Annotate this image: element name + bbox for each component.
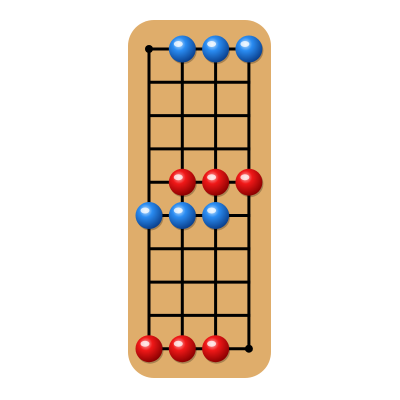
piece-highlight: [140, 207, 150, 214]
board-grid: [147, 47, 251, 351]
blue-piece[interactable]: [235, 35, 264, 65]
piece-highlight: [173, 340, 183, 347]
piece-highlight: [173, 207, 183, 214]
red-piece[interactable]: [168, 168, 197, 198]
corner-marker: [145, 45, 153, 53]
piece-highlight: [240, 174, 250, 181]
red-piece-ball[interactable]: [168, 335, 196, 363]
corner-markers: [145, 45, 253, 353]
piece-highlight: [207, 340, 217, 347]
corner-marker: [244, 344, 253, 353]
board-background: [128, 20, 271, 378]
red-piece[interactable]: [202, 335, 231, 364]
blue-piece[interactable]: [135, 202, 164, 231]
blue-piece-ball[interactable]: [202, 202, 230, 229]
red-piece-ball[interactable]: [135, 335, 163, 363]
piece-highlight: [173, 174, 183, 181]
red-piece[interactable]: [168, 335, 197, 364]
red-piece-ball[interactable]: [202, 168, 230, 196]
red-piece[interactable]: [235, 168, 264, 198]
blue-piece-ball[interactable]: [135, 202, 163, 229]
blue-piece[interactable]: [202, 35, 231, 65]
blue-piece-ball[interactable]: [168, 35, 196, 63]
blue-piece[interactable]: [168, 202, 197, 231]
red-piece-ball[interactable]: [235, 168, 263, 196]
blue-piece-ball[interactable]: [168, 202, 196, 229]
piece-highlight: [207, 207, 217, 214]
blue-piece-ball[interactable]: [202, 35, 230, 63]
blue-piece[interactable]: [168, 35, 197, 65]
piece-highlight: [207, 41, 217, 47]
piece-highlight: [207, 174, 217, 181]
piece-highlight: [240, 41, 250, 47]
blue-piece-ball[interactable]: [235, 35, 263, 63]
piece-highlight: [140, 340, 150, 347]
blue-piece[interactable]: [202, 202, 231, 231]
pieces-layer: [135, 35, 264, 364]
piece-highlight: [173, 41, 183, 47]
red-piece-ball[interactable]: [202, 335, 230, 363]
red-piece[interactable]: [135, 335, 164, 364]
red-piece[interactable]: [202, 168, 231, 198]
red-piece-ball[interactable]: [168, 168, 196, 196]
